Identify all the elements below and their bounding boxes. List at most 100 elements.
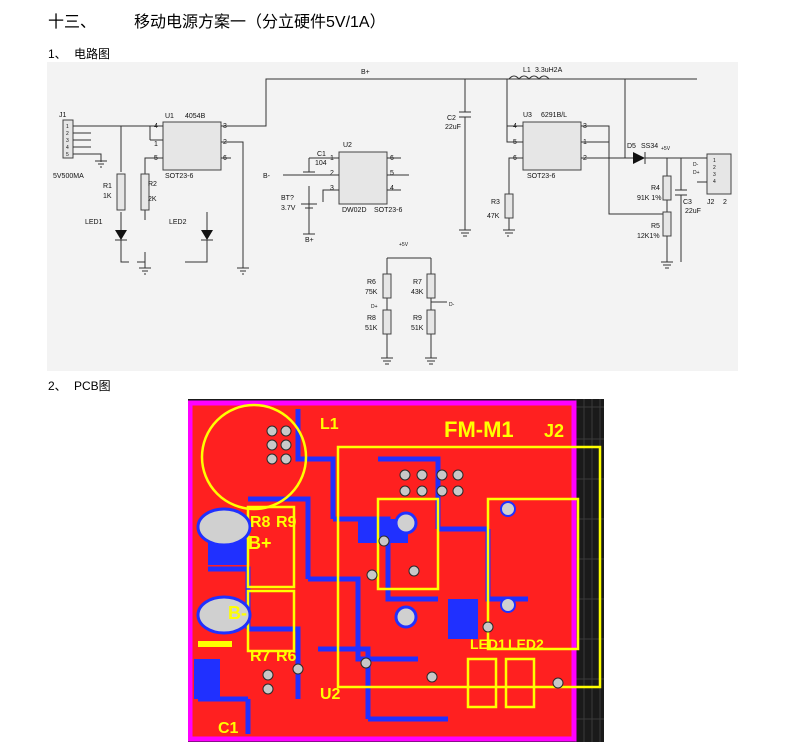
u2-protection-ic: U2 1 2 3 6 5 4 DW02D SOT23-6 bbox=[330, 142, 403, 214]
battery-value: 3.7V bbox=[281, 205, 296, 212]
r5-body bbox=[662, 211, 672, 237]
led2-label: LED2 bbox=[169, 219, 187, 226]
r6-body bbox=[382, 273, 392, 299]
subsection-number: 2、 bbox=[48, 379, 67, 393]
r8-ref: R8 bbox=[367, 315, 376, 322]
u3-ref: U3 bbox=[523, 112, 532, 119]
u1-pin-1: 1 bbox=[154, 141, 158, 148]
j1-body bbox=[62, 119, 74, 159]
j2-pin-3: 3 bbox=[713, 172, 716, 178]
pad-bplus bbox=[196, 507, 252, 547]
r7-value: 43K bbox=[411, 289, 424, 296]
pcb-label-r9: R9 bbox=[276, 514, 297, 531]
j1-value: 5V500MA bbox=[53, 173, 84, 180]
pcb-label-r6: R6 bbox=[276, 648, 297, 665]
subsection-label: 电路图 bbox=[74, 47, 111, 61]
u1-part: 4054B bbox=[185, 113, 206, 120]
l1-symbol bbox=[508, 75, 550, 80]
j2-pin-4: 4 bbox=[713, 179, 716, 185]
pcb-label-c1: C1 bbox=[218, 720, 239, 737]
c1-value: 104 bbox=[315, 160, 327, 167]
subsection-number: 1、 bbox=[48, 47, 67, 61]
pad-bminus bbox=[196, 595, 252, 635]
j1-pin-4: 4 bbox=[66, 145, 69, 151]
j1-pin-2: 2 bbox=[66, 131, 69, 137]
j1-ref: J1 bbox=[59, 112, 67, 119]
section-heading: 十三、移动电源方案一（分立硬件5V/1A） bbox=[48, 8, 386, 32]
j2-ref: J2 bbox=[707, 199, 715, 206]
j1-pin-5: 5 bbox=[66, 152, 69, 158]
d5-symbol bbox=[633, 152, 645, 164]
c3-symbol bbox=[675, 158, 687, 262]
r1-value: 1K bbox=[103, 193, 112, 200]
u2-ref: U2 bbox=[343, 142, 352, 149]
j1-pin-3: 3 bbox=[66, 138, 69, 144]
r4-body bbox=[662, 175, 672, 201]
c2-ref: C2 bbox=[447, 115, 456, 122]
net-label-dplus-2: D+ bbox=[371, 304, 378, 310]
r2-value: 2K bbox=[148, 196, 157, 203]
pcb-title: FM-M1 bbox=[444, 417, 514, 442]
net-label-5v-2: +5V bbox=[399, 242, 409, 248]
pcb-layout: FM-M1 J2 L1 R8 R9 B+ B- R7 R6 U2 C1 LED1… bbox=[188, 399, 604, 742]
r6-value: 75K bbox=[365, 289, 378, 296]
subsection-heading-schematic: 1、电路图 bbox=[48, 45, 110, 62]
c1-symbol bbox=[303, 171, 315, 176]
u2-pin-5: 5 bbox=[390, 170, 394, 177]
u1-ref: U1 bbox=[165, 113, 174, 120]
led2-symbol bbox=[201, 230, 213, 240]
r7-body bbox=[426, 273, 436, 299]
d5-value: SS34 bbox=[641, 143, 658, 150]
c2-value: 22uF bbox=[445, 124, 461, 131]
r5-value: 12K1% bbox=[637, 233, 660, 240]
r2-ref: R2 bbox=[148, 181, 157, 188]
net-label-bplus: B+ bbox=[361, 69, 370, 76]
pcb-label-led2: LED2 bbox=[508, 636, 544, 652]
ground-symbol bbox=[237, 267, 249, 275]
u1-body bbox=[162, 121, 222, 171]
u1-package: SOT23-6 bbox=[165, 173, 194, 180]
u2-pin-3: 3 bbox=[330, 185, 334, 192]
ground-symbol bbox=[95, 160, 107, 168]
net-label-dminus: D- bbox=[693, 162, 699, 168]
subsection-label: PCB图 bbox=[74, 379, 111, 393]
c2-symbol bbox=[459, 79, 471, 237]
r1-body bbox=[116, 173, 126, 211]
u2-pin-4: 4 bbox=[390, 185, 394, 192]
r3-value: 47K bbox=[487, 213, 500, 220]
net-label-dminus-2: D- bbox=[449, 302, 455, 308]
pcb-label-led1: LED1 bbox=[470, 636, 506, 652]
r7-ref: R7 bbox=[413, 279, 422, 286]
c1-ref: C1 bbox=[317, 151, 326, 158]
r2-body bbox=[140, 173, 150, 211]
r1-ref: R1 bbox=[103, 183, 112, 190]
r4-ref: R4 bbox=[651, 185, 660, 192]
battery-ref: BT? bbox=[281, 195, 294, 202]
led1-label: LED1 bbox=[85, 219, 103, 226]
subsection-heading-pcb: 2、 PCB图 bbox=[48, 377, 111, 394]
r4-value: 91K 1% bbox=[637, 195, 662, 202]
u3-body bbox=[522, 121, 582, 171]
pcb-label-l1: L1 bbox=[320, 416, 339, 433]
net-label-bminus: B- bbox=[263, 173, 271, 180]
u2-package: SOT23-6 bbox=[374, 207, 403, 214]
l1-value: 3.3uH2A bbox=[535, 67, 563, 74]
j1-connector: J1 1 2 3 4 5 5V500MA bbox=[53, 112, 150, 180]
r9-ref: R9 bbox=[413, 315, 422, 322]
pcb-label-r7: R7 bbox=[250, 648, 271, 665]
r6-ref: R6 bbox=[367, 279, 376, 286]
u3-package: SOT23-6 bbox=[527, 173, 556, 180]
j2-pin-1: 1 bbox=[713, 158, 716, 164]
c3-ref: C3 bbox=[683, 199, 692, 206]
led1-symbol bbox=[115, 230, 127, 240]
u3-boost-ic: U3 6291B/L 4 5 6 3 1 2 SOT23-6 bbox=[513, 112, 587, 180]
pcb-label-r8: R8 bbox=[250, 514, 271, 531]
r3-ref: R3 bbox=[491, 199, 500, 206]
r5-ref: R5 bbox=[651, 223, 660, 230]
r9-body bbox=[426, 309, 436, 335]
section-number: 十三、 bbox=[48, 14, 97, 31]
r8-body bbox=[382, 309, 392, 335]
pcb-label-bminus: B- bbox=[228, 603, 247, 623]
r9-value: 51K bbox=[411, 325, 424, 332]
u2-part: DW02D bbox=[342, 207, 367, 214]
